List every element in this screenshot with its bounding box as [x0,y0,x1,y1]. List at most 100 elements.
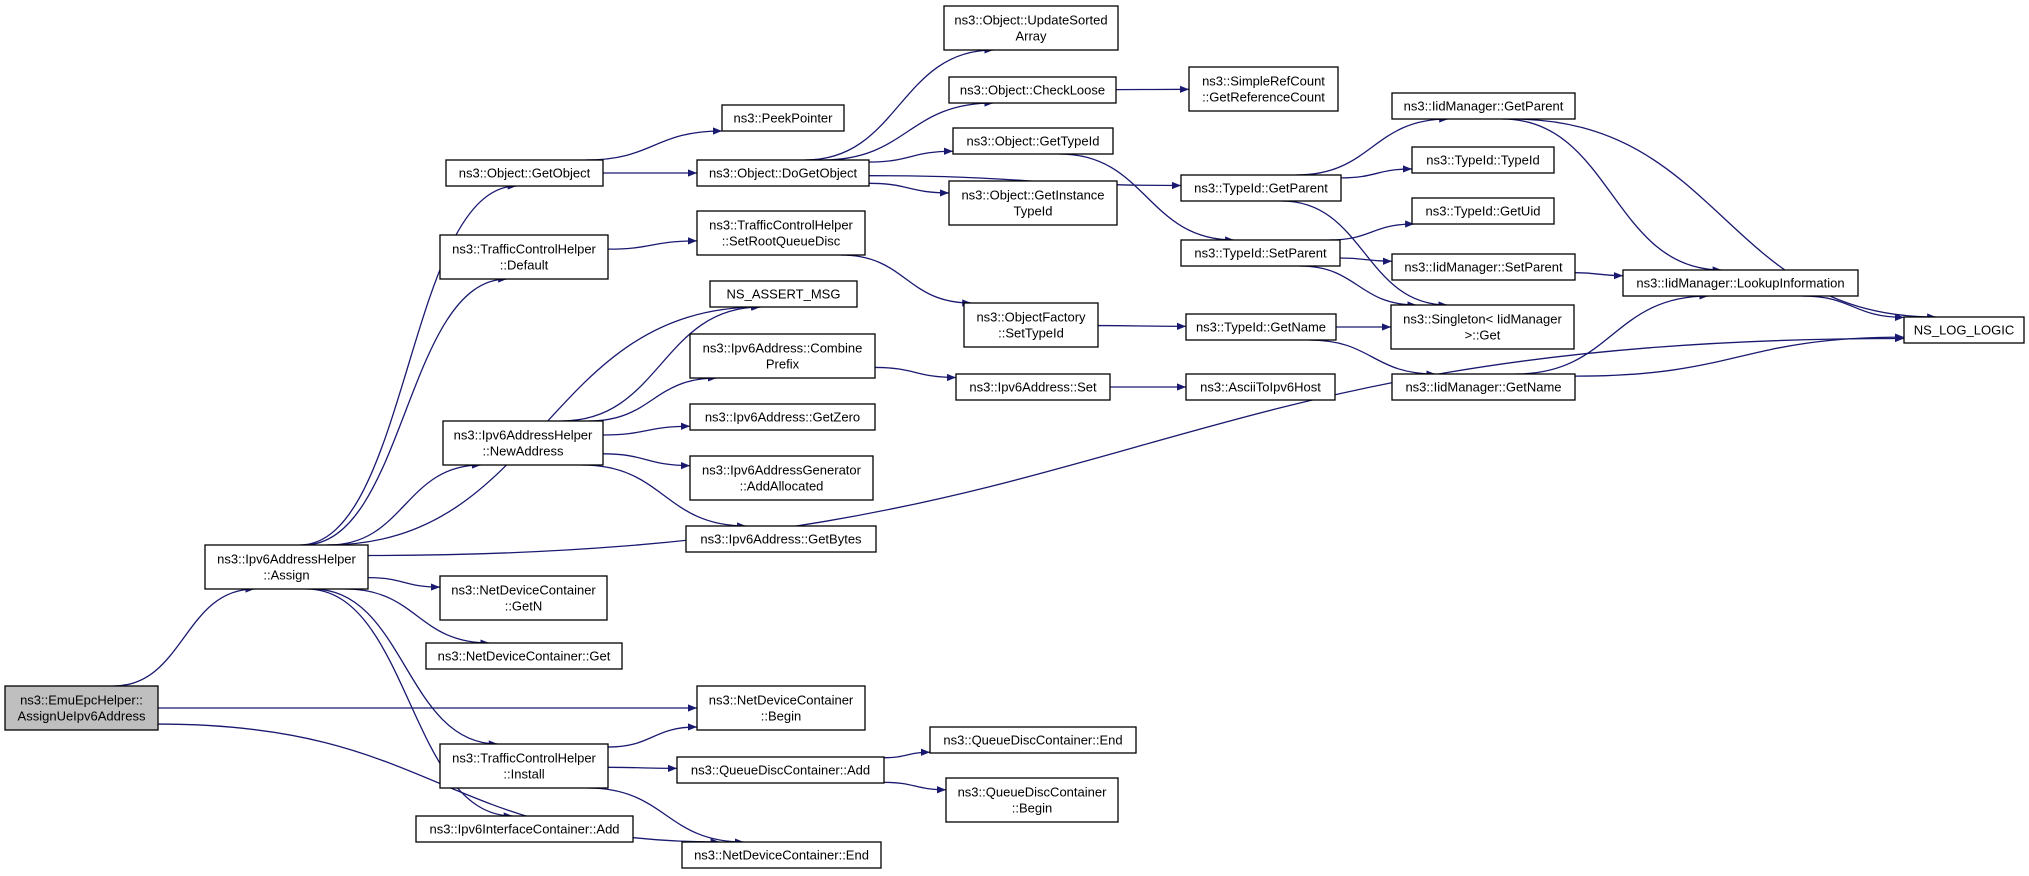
node-label: ns3::Singleton< IidManager [1403,312,1562,327]
node-iidmanager-getparent[interactable]: ns3::IidManager::GetParent [1391,92,1576,120]
node-box[interactable] [442,420,604,466]
node-box[interactable] [689,333,876,379]
node-typeid-getname[interactable]: ns3::TypeId::GetName [1185,313,1337,341]
node-label: ns3::Ipv6Address::GetZero [705,410,860,425]
node-label: TypeId [1013,204,1052,219]
node-box[interactable] [943,5,1119,51]
node-box[interactable] [963,302,1099,348]
node-ipv6addr-getbytes[interactable]: ns3::Ipv6Address::GetBytes [685,525,877,553]
node-box[interactable] [1391,373,1576,401]
node-tch-default[interactable]: ns3::TrafficControlHelper::Default [439,234,609,280]
node-box[interactable] [1188,66,1339,112]
edge-line [1502,118,1722,274]
node-qdc-add[interactable]: ns3::QueueDiscContainer::Add [676,756,885,784]
node-box[interactable] [948,76,1117,104]
node-ipv6helper-assign[interactable]: ns3::Ipv6AddressHelper::Assign [204,544,369,590]
node-box[interactable] [1391,92,1576,120]
edge-line [607,764,678,772]
node-ipv6ic-add[interactable]: ns3::Ipv6InterfaceContainer::Add [415,815,634,843]
node-ndc-begin[interactable]: ns3::NetDeviceContainer::Begin [696,685,866,731]
node-object-getobject[interactable]: ns3::Object::GetObject [445,159,604,187]
node-label: ns3::Object::GetInstance [961,188,1104,203]
node-box[interactable] [952,127,1114,155]
node-typeid-typeid[interactable]: ns3::TypeId::TypeId [1411,146,1555,174]
node-ndc-end[interactable]: ns3::NetDeviceContainer::End [681,841,882,869]
node-ns-assert-msg[interactable]: NS_ASSERT_MSG [709,280,858,308]
node-label: ::SetTypeId [998,326,1064,341]
node-box[interactable] [945,777,1119,823]
node-object-checkloose[interactable]: ns3::Object::CheckLoose [948,76,1117,104]
node-label: Prefix [766,357,800,372]
node-box[interactable] [676,756,885,784]
node-box[interactable] [425,642,623,670]
node-box[interactable] [721,104,845,132]
node-box[interactable] [1180,174,1342,202]
node-object-gettypeid[interactable]: ns3::Object::GetTypeId [952,127,1114,155]
edge-line [312,588,498,748]
node-box[interactable] [1411,146,1555,174]
node-box[interactable] [696,210,866,256]
node-label: ::SetRootQueueDisc [722,234,841,249]
node-label: ::Begin [761,709,801,724]
node-peekpointer[interactable]: ns3::PeekPointer [721,104,845,132]
edge-line [822,99,994,161]
node-box[interactable] [4,685,159,731]
node-ipv6gen-addallocated[interactable]: ns3::Ipv6AddressGenerator::AddAllocated [689,455,874,501]
node-box[interactable] [1391,253,1576,281]
node-box[interactable] [415,815,634,843]
node-box[interactable] [439,575,608,621]
node-object-dogetobject[interactable]: ns3::Object::DoGetObject [696,159,870,187]
edges-layer [113,46,1937,846]
node-box[interactable] [445,159,604,187]
node-box[interactable] [1411,197,1555,225]
node-box[interactable] [685,525,877,553]
node-typeid-getuid[interactable]: ns3::TypeId::GetUid [1411,197,1555,225]
node-simplerefcount-getref[interactable]: ns3::SimpleRefCount::GetReferenceCount [1188,66,1339,112]
node-box[interactable] [696,159,870,187]
node-ipv6addr-getzero[interactable]: ns3::Ipv6Address::GetZero [689,403,876,431]
edge-line [1299,265,1417,309]
node-ns-log-logic[interactable]: NS_LOG_LOGIC [1903,316,2025,344]
node-qdc-begin[interactable]: ns3::QueueDiscContainer::Begin [945,777,1119,823]
node-box[interactable] [439,234,609,280]
node-box[interactable] [1180,239,1341,267]
node-box[interactable] [439,743,609,789]
node-tch-install[interactable]: ns3::TrafficControlHelper::Install [439,743,609,789]
node-box[interactable] [948,180,1118,226]
node-ipv6helper-newaddress[interactable]: ns3::Ipv6AddressHelper::NewAddress [442,420,604,466]
node-box[interactable] [709,280,858,308]
node-typeid-getparent[interactable]: ns3::TypeId::GetParent [1180,174,1342,202]
node-objectfactory-settypeid[interactable]: ns3::ObjectFactory::SetTypeId [963,302,1099,348]
node-tch-setrootqueuedisc[interactable]: ns3::TrafficControlHelper::SetRootQueueD… [696,210,866,256]
node-box[interactable] [1903,316,2025,344]
node-ipv6addr-set[interactable]: ns3::Ipv6Address::Set [955,373,1111,401]
node-box[interactable] [689,403,876,431]
node-box[interactable] [1390,304,1575,350]
edge-line [561,303,761,422]
node-label: ns3::NetDeviceContainer::End [694,848,869,863]
node-ndc-getn[interactable]: ns3::NetDeviceContainer::GetN [439,575,608,621]
node-box[interactable] [696,685,866,731]
node-typeid-setparent[interactable]: ns3::TypeId::SetParent [1180,239,1341,267]
node-root[interactable]: ns3::EmuEpcHelper::AssignUeIpv6Address [4,685,159,731]
node-iidmanager-getname[interactable]: ns3::IidManager::GetName [1391,373,1576,401]
node-box[interactable] [1185,373,1336,401]
node-box[interactable] [1622,269,1859,297]
node-box[interactable] [204,544,369,590]
node-label: ns3::Object::CheckLoose [960,83,1105,98]
node-singleton-get[interactable]: ns3::Singleton< IidManager >::Get [1390,304,1575,350]
node-ndc-get[interactable]: ns3::NetDeviceContainer::Get [425,642,623,670]
node-iidmanager-lookupinformation[interactable]: ns3::IidManager::LookupInformation [1622,269,1859,297]
node-box[interactable] [689,455,874,501]
node-box[interactable] [955,373,1111,401]
node-iidmanager-setparent[interactable]: ns3::IidManager::SetParent [1391,253,1576,281]
node-box[interactable] [1185,313,1337,341]
node-box[interactable] [929,726,1137,754]
edge-line [868,147,954,163]
node-box[interactable] [681,841,882,869]
node-qdc-end[interactable]: ns3::QueueDiscContainer::End [929,726,1137,754]
node-asciitoipv6host[interactable]: ns3::AsciiToIpv6Host [1185,373,1336,401]
